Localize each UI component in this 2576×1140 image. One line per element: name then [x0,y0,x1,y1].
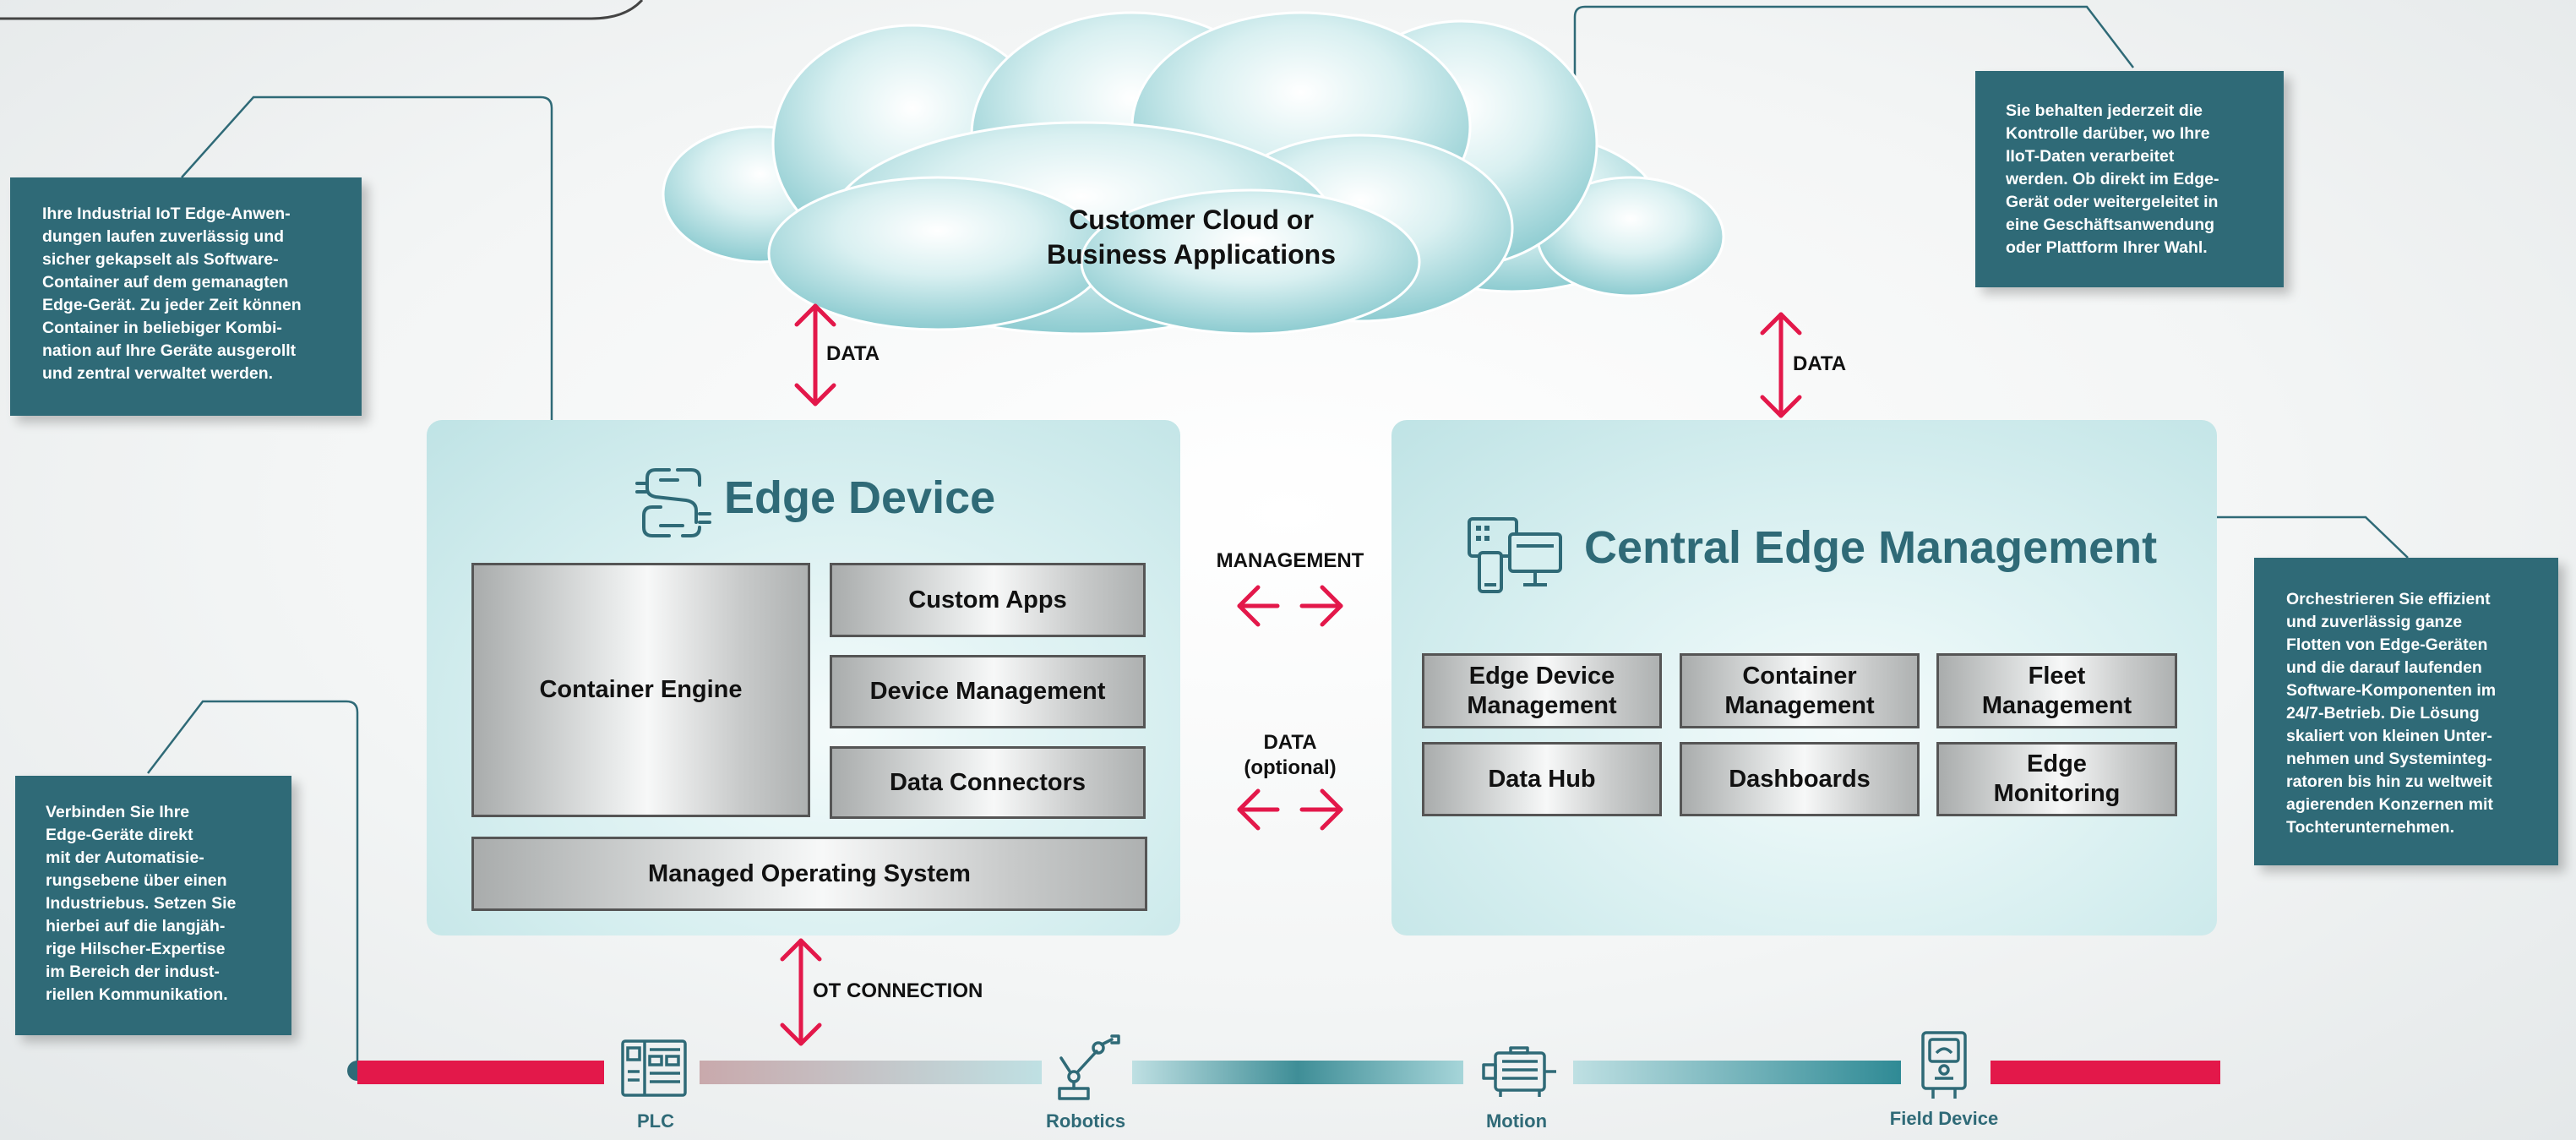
central-management-title: Central Edge Management [1584,522,2158,573]
field-device-icon [1921,1031,1967,1099]
corner-decoration [0,0,644,20]
device-label-motion: Motion [1485,1110,1548,1132]
module-edge-device-management: Edge Device Management [1422,653,1662,728]
motor-icon [1482,1046,1556,1097]
container-engine-box: Container Engine [471,563,810,817]
note-containers: Ihre Industrial IoT Edge-Anwen- dungen l… [10,177,362,416]
note-fieldbus: Verbinden Sie Ihre Edge-Geräte direkt mi… [15,776,291,1035]
module-edge-monitoring: Edge Monitoring [1936,742,2177,816]
data-connectors-box: Data Connectors [830,746,1146,819]
robot-arm-icon [1058,1034,1120,1100]
device-label-robotics: Robotics [1045,1110,1126,1132]
cloud-shape [662,11,1725,335]
cloud-label: Customer Cloud or Business Applications [1047,205,1336,270]
data-optional-label: DATA (optional) [1244,731,1337,779]
custom-apps-box: Custom Apps [830,563,1146,637]
data-label-left: DATA [826,342,880,365]
data-label-right: DATA [1793,352,1847,375]
edge-device-icon [635,468,711,537]
ot-connection-label: OT CONNECTION [813,979,983,1002]
module-data-hub: Data Hub [1422,742,1662,816]
module-fleet-management: Fleet Management [1936,653,2177,728]
edge-device-title: Edge Device [724,472,996,523]
managed-os-box: Managed Operating System [471,837,1147,911]
device-label-plc: PLC [637,1110,674,1132]
management-label: MANAGEMENT [1216,549,1364,572]
module-dashboards: Dashboards [1680,742,1920,816]
device-management-box: Device Management [830,655,1146,728]
note-orchestration: Orchestrieren Sie effizient und zuverläs… [2254,558,2558,865]
device-label-field-device: Field Device [1889,1108,1999,1129]
note-data-control: Sie behalten jederzeit die Kontrolle dar… [1975,71,2284,287]
module-container-management: Container Management [1680,653,1920,728]
central-management-icon [1468,517,1562,593]
fieldbus-bar [357,1061,2220,1084]
plc-icon [621,1039,687,1097]
